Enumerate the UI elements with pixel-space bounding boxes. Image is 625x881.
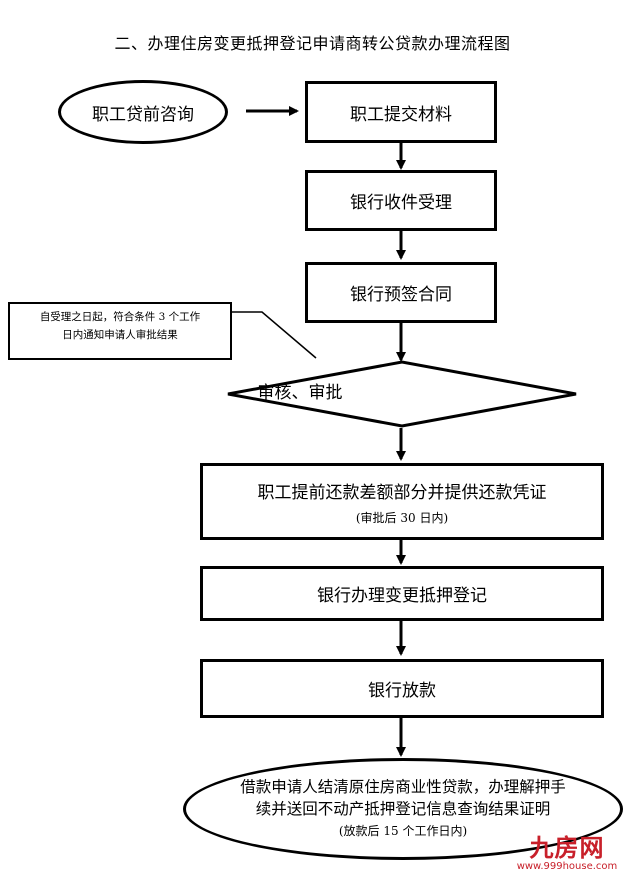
change-mortgage-box: 银行办理变更抵押登记 [200,566,604,621]
consult-node: 职工贷前咨询 [58,80,228,144]
submit-materials-box: 职工提交材料 [305,81,497,143]
early-repay-deadline: (审批后 30 日内) [355,510,449,525]
review-diamond [227,360,577,428]
early-repay-box: 职工提前还款差额部分并提供还款凭证 (审批后 30 日内) [200,463,604,540]
bank-presign-label: 银行预签合同 [350,285,452,305]
settle-loan-node: 借款申请人结清原住房商业性贷款，办理解押手 续并送回不动产抵押登记信息查询结果证… [183,758,623,860]
early-repay-label: 职工提前还款差额部分并提供还款凭证 [257,482,547,503]
approval-notice-line2: 日内通知申请人审批结果 [62,329,178,341]
review-label: 审核、审批 [257,383,343,403]
settle-loan-line1: 借款申请人结清原住房商业性贷款，办理解押手 [240,778,566,796]
bank-presign-box: 银行预签合同 [305,262,497,323]
settle-loan-line2: 续并送回不动产抵押登记信息查询结果证明 [255,800,551,818]
bank-release-label: 银行放款 [368,681,436,701]
consult-label: 职工贷前咨询 [92,104,194,125]
watermark-brand: 九房网 [529,834,605,862]
submit-materials-label: 职工提交材料 [350,104,452,125]
note-callout-line [232,311,317,359]
approval-notice-line1: 自受理之日起，符合条件 3 个工作 [39,311,201,323]
page-title: 二、办理住房变更抵押登记申请商转公贷款办理流程图 [114,34,511,53]
change-mortgage-label: 银行办理变更抵押登记 [317,586,487,606]
bank-release-box: 银行放款 [200,659,604,718]
approval-notice-note: 自受理之日起，符合条件 3 个工作 日内通知申请人审批结果 [8,302,232,360]
bank-accept-box: 银行收件受理 [305,170,497,231]
watermark-url: www.999house.com [516,861,618,872]
settle-loan-deadline: (放款后 15 个工作日内) [338,824,468,838]
watermark-logo: 九房网 www.999house.com [512,835,622,873]
bank-accept-label: 银行收件受理 [350,193,452,213]
